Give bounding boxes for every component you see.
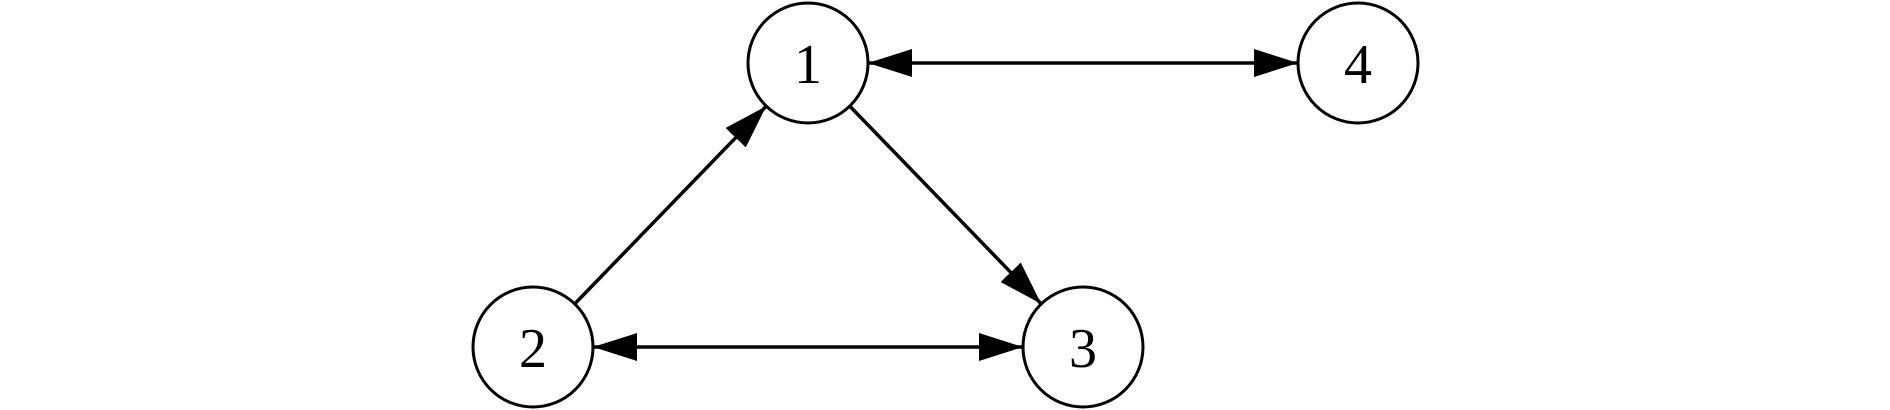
node-label: 2 <box>519 318 547 380</box>
node-2: 2 <box>471 285 595 409</box>
edges-layer <box>573 49 1298 361</box>
node-label: 4 <box>1344 34 1372 96</box>
node-circle <box>1021 285 1145 409</box>
node-label: 3 <box>1069 318 1097 380</box>
node-circle <box>471 285 595 409</box>
node-3: 3 <box>1021 285 1145 409</box>
node-circle <box>746 1 870 125</box>
node-circle <box>1296 1 1420 125</box>
nodes-layer: 1 2 3 4 <box>471 1 1420 409</box>
node-4: 4 <box>1296 1 1420 125</box>
edge-2-1 <box>573 104 768 306</box>
edge-1-3 <box>848 104 1043 306</box>
node-1: 1 <box>746 1 870 125</box>
node-label: 1 <box>794 34 822 96</box>
